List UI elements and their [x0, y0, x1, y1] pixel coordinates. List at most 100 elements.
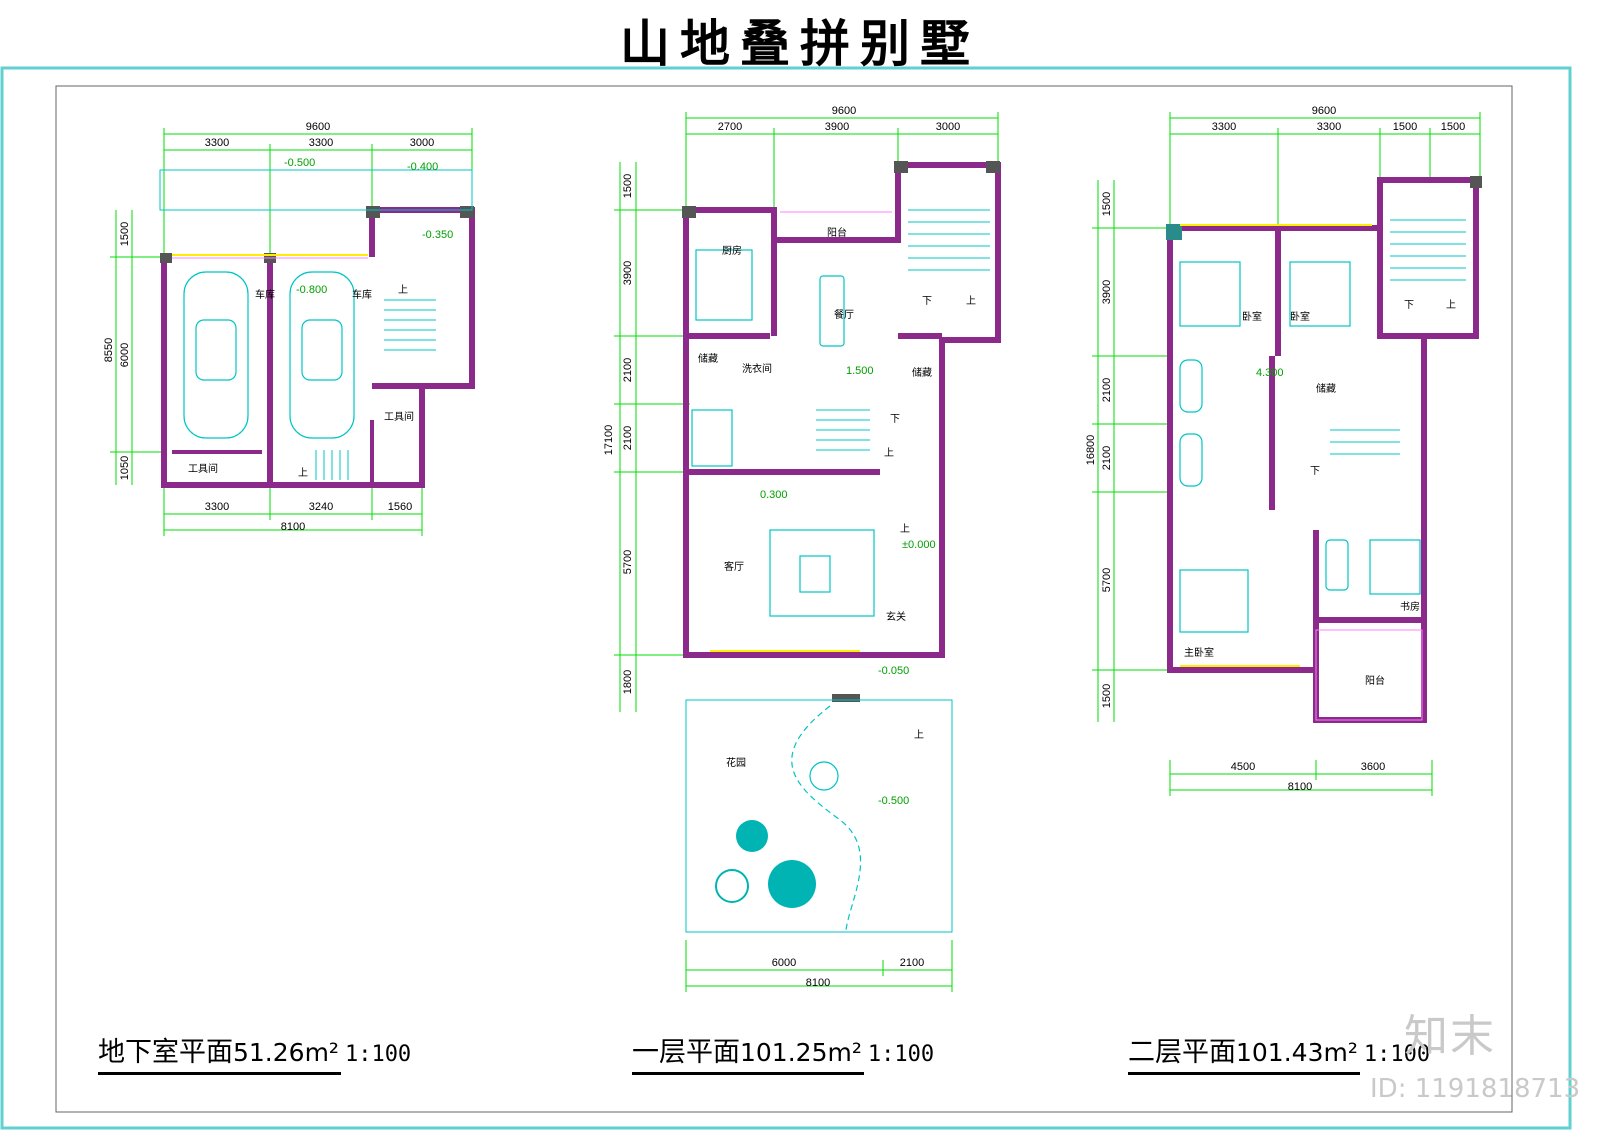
second-dim-left-1: 1500 — [1101, 192, 1113, 216]
basement-level-3: -0.350 — [422, 229, 453, 241]
second-level-1: 4.300 — [1256, 367, 1284, 379]
second-dim-top-2: 3300 — [1317, 121, 1341, 133]
caption-second-name: 二层平面 — [1128, 1037, 1236, 1068]
ground-level-4: -0.050 — [878, 665, 909, 677]
basement-room-tool-1: 工具间 — [188, 462, 218, 475]
ground-dim-left-6: 1800 — [622, 670, 634, 694]
second-room-storage: 储藏 — [1316, 382, 1336, 395]
second-dim-top-total: 9600 — [1312, 105, 1336, 117]
basement-dim-bottom-3: 1560 — [388, 501, 412, 513]
sheet-frame — [0, 66, 1572, 1130]
basement-plan: 9600 3300 3300 3000 8550 1500 6000 1050 … — [103, 121, 475, 536]
ground-stair-up: 上 — [966, 295, 976, 307]
ground-dim-left-total: 17100 — [603, 425, 615, 456]
ground-room-kitchen: 厨房 — [722, 244, 742, 257]
ground-room-laundry: 洗衣间 — [742, 362, 772, 375]
ground-stair-up-3: 上 — [900, 523, 910, 535]
ground-dim-top-3: 3000 — [936, 121, 960, 133]
ground-room-garden: 花园 — [726, 756, 746, 769]
basement-dim-top-1: 3300 — [205, 137, 229, 149]
ground-dim-left-2: 3900 — [622, 261, 634, 285]
ground-room-storage-2: 储藏 — [912, 366, 932, 379]
ground-dim-top-total: 9600 — [832, 105, 856, 117]
second-dim-top-1: 3300 — [1212, 121, 1236, 133]
ground-room-dining: 餐厅 — [834, 308, 854, 321]
second-dim-left-total: 16800 — [1085, 435, 1097, 466]
caption-basement-area: 51.26m² — [233, 1038, 339, 1067]
basement-dim-top-2: 3300 — [309, 137, 333, 149]
ground-stair-up-2: 上 — [884, 447, 894, 459]
second-dim-top-4: 1500 — [1441, 121, 1465, 133]
ground-stair-up-4: 上 — [914, 729, 924, 741]
basement-level-1: -0.500 — [284, 157, 315, 169]
basement-room-garage-2: 车库 — [352, 288, 372, 301]
basement-stair-up-2: 上 — [298, 467, 308, 479]
second-room-study: 书房 — [1400, 600, 1420, 613]
basement-dim-left-3: 1050 — [119, 456, 131, 480]
caption-ground-scale: 1:100 — [867, 1042, 935, 1067]
second-dim-bottom-total: 8100 — [1288, 781, 1312, 793]
ground-dim-top-1: 2700 — [718, 121, 742, 133]
basement-dim-top-total: 9600 — [306, 121, 330, 133]
second-dim-left-3: 2100 — [1101, 378, 1113, 402]
caption-second-underline — [1128, 1072, 1361, 1075]
basement-level-4: -0.800 — [296, 284, 327, 296]
basement-dim-bottom-1: 3300 — [205, 501, 229, 513]
second-dim-bottom-1: 4500 — [1231, 761, 1255, 773]
second-room-balcony: 阳台 — [1365, 674, 1385, 687]
caption-ground-area: 101.25m² — [740, 1038, 862, 1067]
caption-ground-underline — [632, 1072, 865, 1075]
basement-dim-top-3: 3000 — [410, 137, 434, 149]
second-dim-left-4: 2100 — [1101, 446, 1113, 470]
ground-level-5: -0.500 — [878, 795, 909, 807]
second-stair-up: 上 — [1446, 299, 1456, 311]
ground-stair-down-2: 下 — [890, 414, 900, 425]
second-dim-left-6: 1500 — [1101, 684, 1113, 708]
second-room-master: 主卧室 — [1184, 646, 1214, 659]
ground-stair-down: 下 — [922, 296, 932, 307]
basement-dim-bottom-total: 8100 — [281, 521, 305, 533]
basement-dim-bottom-2: 3240 — [309, 501, 333, 513]
caption-basement-name: 地下室平面 — [98, 1037, 233, 1068]
caption-second-area: 101.43m² — [1236, 1038, 1358, 1067]
basement-room-tool-2: 工具间 — [384, 410, 414, 423]
ground-floor-plan: 9600 2700 3900 3000 17100 1500 3900 2100… — [603, 105, 1001, 992]
basement-stair-up: 上 — [398, 284, 408, 296]
second-room-bedroom-2: 卧室 — [1290, 310, 1310, 323]
ground-dim-bottom-1: 6000 — [772, 957, 796, 969]
basement-dim-left-total: 8550 — [103, 338, 115, 362]
second-room-bedroom-1: 卧室 — [1242, 310, 1262, 323]
second-dim-top-3: 1500 — [1393, 121, 1417, 133]
second-dim-left-2: 3900 — [1101, 280, 1113, 304]
ground-dim-bottom-total: 8100 — [806, 977, 830, 989]
second-stair-down-2: 下 — [1310, 466, 1320, 477]
caption-second-scale: 1:100 — [1363, 1042, 1431, 1067]
ground-dim-bottom-2: 2100 — [900, 957, 924, 969]
ground-dim-left-4: 2100 — [622, 426, 634, 450]
ground-level-1: 1.500 — [846, 365, 874, 377]
watermark-brand: 知末 — [1404, 1011, 1496, 1062]
ground-room-balcony: 阳台 — [827, 226, 847, 239]
ground-level-3: ±0.000 — [902, 539, 936, 551]
second-dim-bottom-2: 3600 — [1361, 761, 1385, 773]
second-dim-left-5: 5700 — [1101, 568, 1113, 592]
ground-room-foyer: 玄关 — [886, 610, 906, 623]
ground-level-2: 0.300 — [760, 489, 788, 501]
basement-level-2: -0.400 — [407, 161, 438, 173]
ground-room-living: 客厅 — [724, 560, 744, 573]
caption-basement-scale: 1:100 — [344, 1042, 412, 1067]
second-stair-down: 下 — [1404, 300, 1414, 311]
basement-dim-left-1: 1500 — [119, 222, 131, 246]
page-title: 山地叠拼别墅 — [620, 15, 980, 73]
ground-room-storage-1: 储藏 — [698, 352, 718, 365]
ground-dim-left-5: 5700 — [622, 550, 634, 574]
second-floor-plan: 9600 3300 3300 1500 1500 16800 1500 3900… — [1085, 105, 1482, 796]
ground-dim-left-3: 2100 — [622, 358, 634, 382]
basement-dim-left-2: 6000 — [119, 343, 131, 367]
watermark-id: ID: 1191818713 — [1370, 1074, 1581, 1104]
inner-frame — [55, 85, 1513, 1113]
basement-room-garage-1: 车库 — [255, 288, 275, 301]
